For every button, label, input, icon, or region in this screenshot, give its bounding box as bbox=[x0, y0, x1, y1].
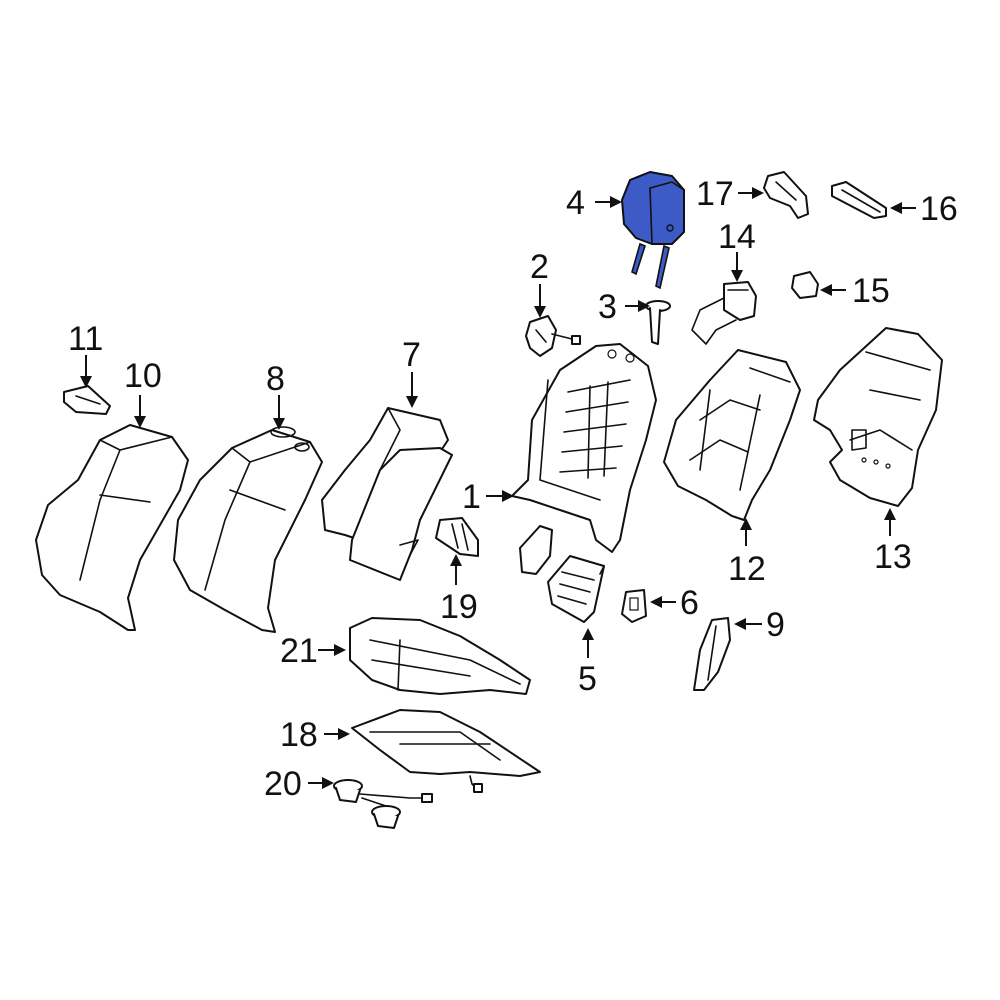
label-6: 6 bbox=[680, 584, 699, 622]
part-16-trim-strip[interactable] bbox=[831, 181, 887, 219]
arrow-12 bbox=[740, 518, 752, 546]
arrow-16 bbox=[890, 202, 916, 214]
arrow-13 bbox=[884, 508, 896, 536]
part-6-connector[interactable] bbox=[621, 589, 647, 623]
label-13: 13 bbox=[874, 538, 912, 576]
label-2: 2 bbox=[530, 248, 549, 286]
part-10-seat-back-cover[interactable] bbox=[35, 424, 189, 631]
part-19-module[interactable] bbox=[435, 517, 479, 557]
arrow-18 bbox=[324, 728, 350, 740]
label-8: 8 bbox=[266, 360, 285, 398]
label-10: 10 bbox=[124, 357, 162, 395]
part-11-clip[interactable] bbox=[63, 385, 111, 415]
part-15-clip[interactable] bbox=[791, 271, 819, 299]
arrow-10 bbox=[134, 395, 146, 428]
part-21-seat-cushion-cover[interactable] bbox=[349, 617, 531, 695]
part-20-sensor-harness[interactable] bbox=[333, 779, 433, 829]
part-14-switch-harness[interactable] bbox=[691, 281, 757, 345]
part-8-seat-back-cushion[interactable] bbox=[173, 426, 323, 633]
arrow-8 bbox=[273, 395, 285, 430]
arrow-5 bbox=[582, 628, 594, 658]
arrow-4 bbox=[595, 196, 622, 208]
part-7-side-bolster-pads[interactable] bbox=[321, 407, 453, 581]
label-11: 11 bbox=[68, 320, 103, 358]
part-1-seat-back-frame[interactable] bbox=[511, 343, 657, 553]
label-4: 4 bbox=[566, 184, 585, 222]
label-21: 21 bbox=[280, 632, 318, 670]
label-19: 19 bbox=[440, 588, 478, 626]
label-12: 12 bbox=[728, 550, 766, 588]
part-9-side-trim[interactable] bbox=[693, 617, 731, 691]
arrow-7 bbox=[406, 372, 418, 408]
label-14: 14 bbox=[718, 218, 756, 256]
arrow-19 bbox=[450, 554, 462, 585]
part-4-headrest[interactable] bbox=[621, 171, 685, 290]
part-3-headrest-guide[interactable] bbox=[645, 300, 671, 345]
arrow-9 bbox=[734, 618, 762, 630]
label-18: 18 bbox=[280, 716, 318, 754]
label-1: 1 bbox=[462, 478, 481, 516]
part-18-seat-heater-mat[interactable] bbox=[351, 709, 541, 793]
arrow-6 bbox=[650, 596, 676, 608]
arrow-3 bbox=[625, 300, 650, 312]
arrow-15 bbox=[820, 284, 846, 296]
label-20: 20 bbox=[264, 765, 302, 803]
arrow-20 bbox=[308, 777, 334, 789]
label-7: 7 bbox=[402, 336, 421, 374]
part-17-cover-piece[interactable] bbox=[763, 171, 809, 219]
label-15: 15 bbox=[852, 272, 890, 310]
arrow-14 bbox=[731, 252, 743, 282]
arrow-21 bbox=[318, 644, 346, 656]
part-5-lumbar-mechanism[interactable] bbox=[519, 525, 605, 623]
arrow-17 bbox=[738, 187, 764, 199]
arrow-1 bbox=[486, 490, 514, 502]
part-12-back-panel[interactable] bbox=[663, 349, 801, 521]
part-13-rear-shell[interactable] bbox=[813, 327, 943, 507]
label-5: 5 bbox=[578, 660, 597, 698]
label-17: 17 bbox=[696, 175, 734, 213]
label-3: 3 bbox=[598, 288, 617, 326]
arrow-2 bbox=[534, 284, 546, 318]
label-16: 16 bbox=[920, 190, 958, 228]
arrow-11 bbox=[80, 355, 92, 388]
label-9: 9 bbox=[766, 606, 785, 644]
part-2-bracket[interactable] bbox=[525, 315, 581, 357]
